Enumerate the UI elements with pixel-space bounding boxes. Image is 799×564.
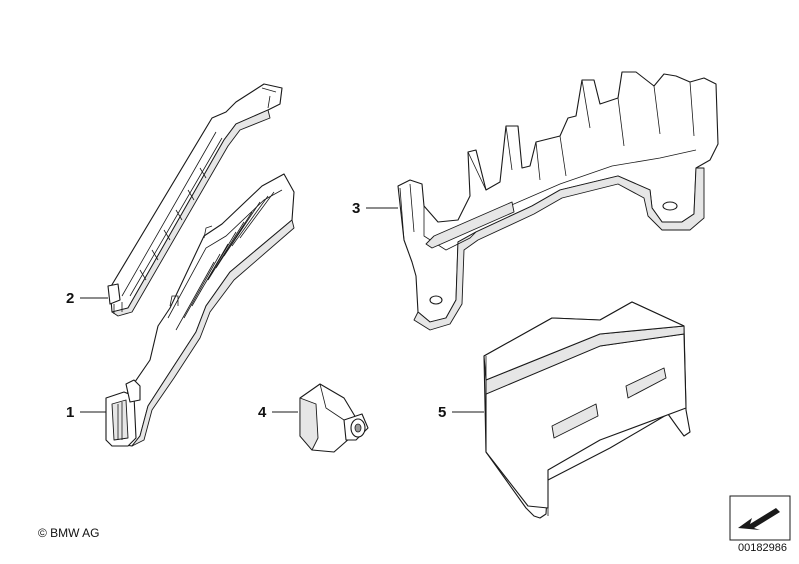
part-1-rail[interactable] xyxy=(105,173,295,447)
copyright-text: © BMW AG xyxy=(38,526,100,540)
arrow-icon xyxy=(738,508,780,530)
part-2-rail[interactable] xyxy=(107,83,283,317)
diagram-reference-badge xyxy=(729,495,791,541)
callout-5: 5 xyxy=(438,404,447,421)
part-5-cover[interactable] xyxy=(483,301,691,519)
callout-2: 2 xyxy=(66,290,75,307)
part-4-grommet[interactable] xyxy=(299,383,369,453)
diagram-number: 00182986 xyxy=(738,542,787,554)
callout-4: 4 xyxy=(258,404,267,421)
callout-1: 1 xyxy=(66,404,75,421)
callout-3: 3 xyxy=(352,200,361,217)
part-3-bracket[interactable] xyxy=(397,71,719,331)
